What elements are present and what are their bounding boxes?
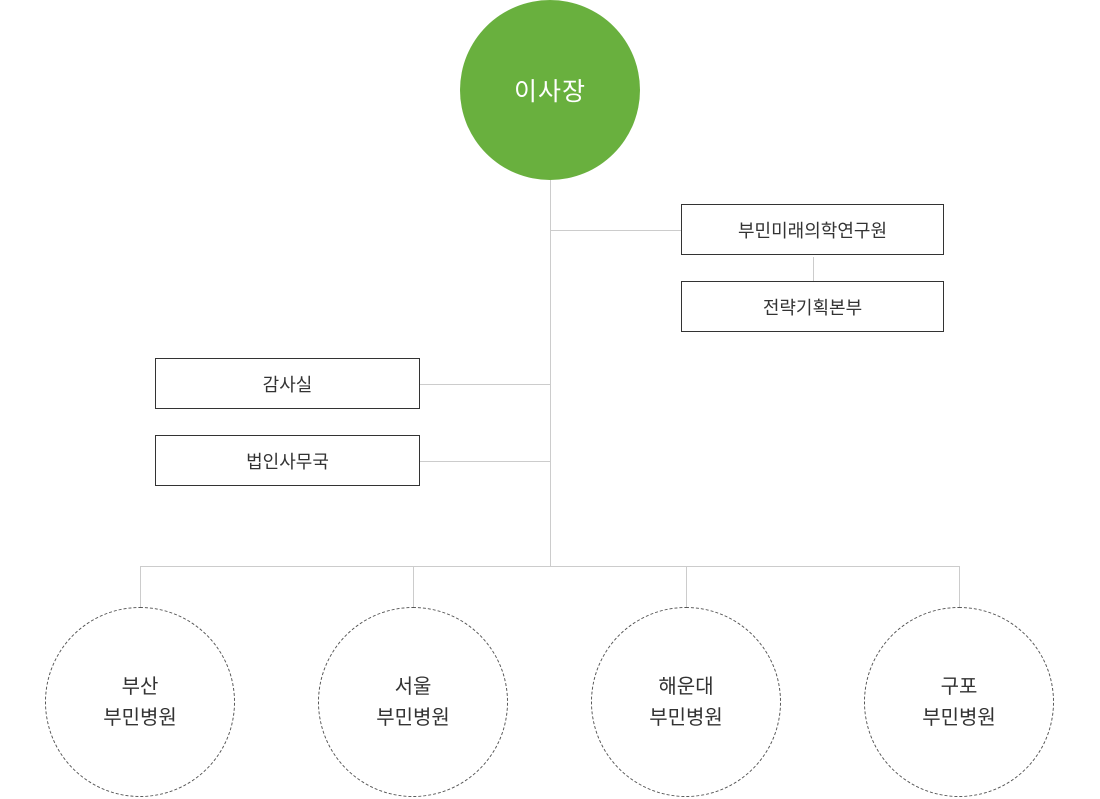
trunk-line	[550, 180, 551, 566]
hospital-bus-line	[140, 566, 960, 567]
chairman-node: 이사장	[460, 0, 640, 180]
corporate-office-node: 법인사무국	[155, 435, 420, 486]
hospital-suffix: 부민병원	[376, 705, 450, 729]
hospital-name: 부산	[121, 674, 159, 698]
research-institute-node: 부민미래의학연구원	[681, 204, 944, 255]
hospital-suffix: 부민병원	[922, 705, 996, 729]
hospital-node-busan: 부산 부민병원	[45, 607, 235, 797]
hospital-name: 해운대	[658, 674, 714, 698]
hospital-suffix: 부민병원	[649, 705, 723, 729]
connector-research-strategy	[813, 257, 814, 281]
hospital-suffix: 부민병원	[103, 705, 177, 729]
hospital-node-seoul: 서울 부민병원	[318, 607, 508, 797]
connector-corporate	[420, 461, 550, 462]
audit-office-label: 감사실	[262, 374, 313, 396]
hospital-name: 서울	[394, 674, 432, 698]
hospital-node-gupo: 구포 부민병원	[864, 607, 1054, 797]
connector-research	[550, 230, 681, 231]
connector-hospital-4	[959, 566, 960, 607]
strategy-division-node: 전략기획본부	[681, 281, 944, 332]
audit-office-node: 감사실	[155, 358, 420, 409]
corporate-office-label: 법인사무국	[246, 451, 329, 473]
connector-hospital-2	[413, 566, 414, 607]
connector-audit	[420, 384, 550, 385]
research-institute-label: 부민미래의학연구원	[737, 220, 888, 242]
chairman-label: 이사장	[513, 77, 586, 106]
hospital-node-haeundae: 해운대 부민병원	[591, 607, 781, 797]
connector-hospital-3	[686, 566, 687, 607]
connector-hospital-1	[140, 566, 141, 607]
strategy-division-label: 전략기획본부	[762, 297, 863, 319]
hospital-name: 구포	[940, 674, 978, 698]
